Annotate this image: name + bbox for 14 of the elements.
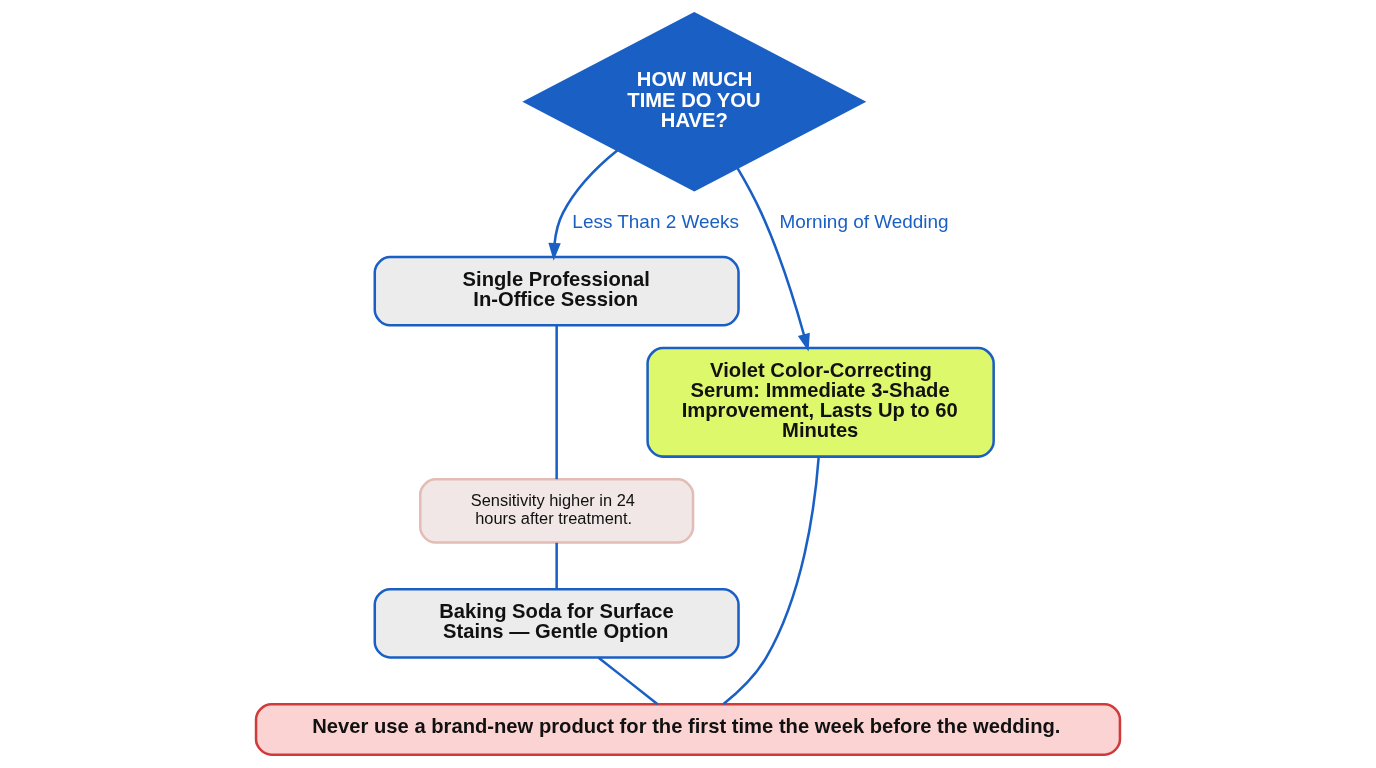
node-box: Baking Soda for Surface Stains — Gentle Option	[373, 587, 740, 659]
arrow	[548, 149, 619, 261]
connector	[722, 456, 820, 706]
node-box: Never use a brand-new product for the first time the week before the wedding.	[254, 702, 1122, 756]
arrow	[736, 167, 810, 352]
node-box: Violet Color-Correcting Serum: Immediate 3-Shade Improvement, Lasts Up to 60 Minutes	[646, 346, 995, 458]
connector	[555, 542, 558, 589]
edge-label: Less Than 2 Weeks	[572, 211, 740, 233]
connector	[597, 656, 659, 705]
node-box: Single Professional In-Office Session	[373, 255, 740, 327]
edge-label: Morning of Wedding	[779, 211, 949, 233]
node-diamond: HOW MUCH TIME DO YOU HAVE?	[522, 11, 867, 192]
node-box: Sensitivity higher in 24 hours after treatment.	[418, 478, 695, 544]
connector	[555, 325, 558, 480]
